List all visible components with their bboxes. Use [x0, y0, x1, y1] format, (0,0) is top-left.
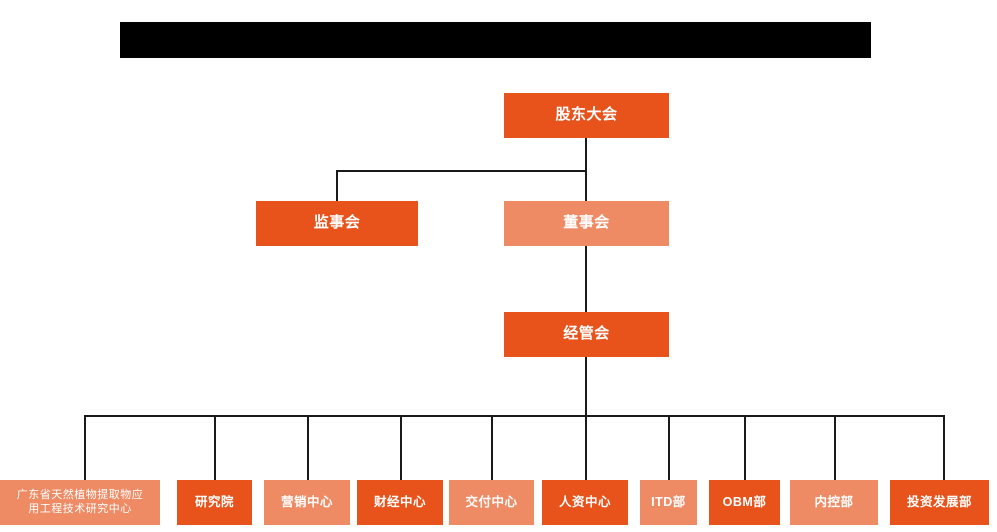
connector-drop-dept-5	[491, 415, 493, 480]
connector-drop-dept-10	[943, 415, 945, 480]
node-dept-guangdong-research-center[interactable]: 广东省天然植物提取物应 用工程技术研究中心	[0, 480, 160, 525]
connector-shareholders-down	[585, 138, 587, 171]
node-dept-internal-control[interactable]: 内控部	[790, 480, 878, 525]
connector-drop-dept-2	[214, 415, 216, 480]
connector-management-down	[585, 357, 587, 416]
connector-level2-bus	[336, 170, 586, 172]
node-dept-obm[interactable]: OBM部	[709, 480, 780, 525]
connector-to-board-of-supervisors	[336, 170, 338, 201]
node-dept-investment-development[interactable]: 投资发展部	[890, 480, 989, 525]
connector-drop-dept-7	[668, 415, 670, 480]
dept-label-line1: 广东省天然植物提取物应	[16, 488, 144, 501]
node-dept-delivery-center[interactable]: 交付中心	[449, 480, 534, 525]
dept-label-line2: 用工程技术研究中心	[28, 502, 132, 515]
node-shareholders-meeting[interactable]: 股东大会	[504, 93, 669, 138]
node-board-of-supervisors[interactable]: 监事会	[256, 201, 418, 246]
node-management-committee[interactable]: 经管会	[504, 312, 669, 357]
connector-drop-dept-4	[400, 415, 402, 480]
node-dept-hr-center[interactable]: 人资中心	[542, 480, 628, 525]
connector-drop-dept-8	[744, 415, 746, 480]
node-dept-finance-center[interactable]: 财经中心	[357, 480, 443, 525]
redacted-title-bar	[120, 22, 871, 58]
connector-drop-dept-6	[585, 415, 587, 480]
node-dept-marketing-center[interactable]: 营销中心	[264, 480, 350, 525]
connector-drop-dept-3	[307, 415, 309, 480]
connector-directors-to-management	[585, 246, 587, 312]
node-dept-research-institute[interactable]: 研究院	[177, 480, 252, 525]
node-dept-itd[interactable]: ITD部	[640, 480, 697, 525]
connector-drop-dept-1	[84, 415, 86, 480]
connector-to-board-of-directors	[585, 170, 587, 201]
node-board-of-directors[interactable]: 董事会	[504, 201, 669, 246]
connector-department-bus	[84, 415, 944, 417]
connector-drop-dept-9	[834, 415, 836, 480]
